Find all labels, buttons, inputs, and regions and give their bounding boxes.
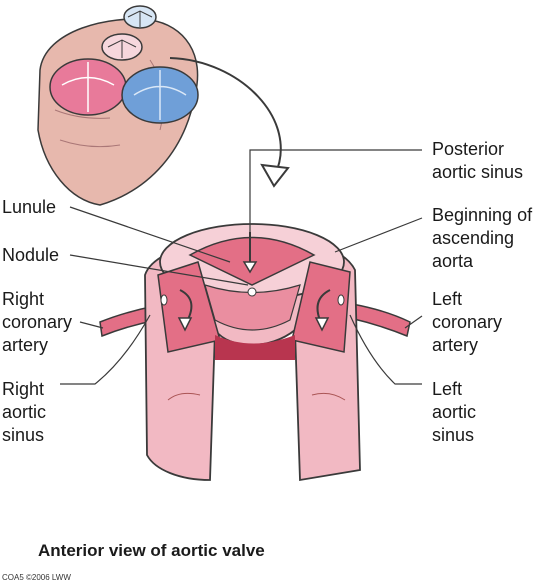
aortic-valve-body <box>144 223 361 482</box>
label-beginning-ascending-aorta: Beginning of ascending aorta <box>432 205 533 271</box>
label-right-coronary-artery: Right coronary artery <box>2 289 73 355</box>
curved-arrow <box>169 57 290 188</box>
label-right-aortic-sinus: Right aortic sinus <box>2 379 47 445</box>
leader-lines <box>60 149 423 385</box>
label-left-aortic-sinus: Left aortic sinus <box>432 379 477 445</box>
label-left-coronary-artery: Left coronary artery <box>432 289 503 355</box>
heart-overview-illustration <box>37 5 199 206</box>
label-nodule: Nodule <box>2 245 60 265</box>
left-coronary-artery-vessel <box>349 303 411 338</box>
label-posterior-aortic-sinus: Posterior aortic sinus <box>432 139 524 182</box>
figure-caption: Anterior view of aortic valve <box>38 541 265 560</box>
copyright-credit: COA5 ©2006 LWW <box>2 573 71 582</box>
label-lunule: Lunule <box>2 197 57 217</box>
